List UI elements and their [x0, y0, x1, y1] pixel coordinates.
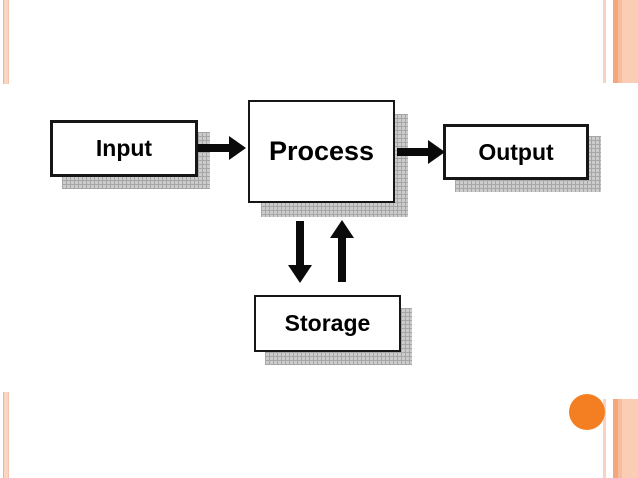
node-output: Output	[443, 124, 589, 180]
right-edge-stripes-top	[603, 0, 638, 83]
left-edge-stripe-bottom	[3, 392, 9, 478]
node-storage-label: Storage	[284, 310, 371, 336]
arrow-storage-to-process-icon	[329, 220, 355, 282]
left-edge-stripe-top	[3, 0, 9, 84]
node-process-label: Process	[268, 136, 375, 166]
arrow-process-to-output-icon	[397, 139, 445, 165]
right-edge-stripes-bottom	[603, 399, 638, 478]
node-input-label: Input	[95, 135, 153, 161]
arrow-input-to-process-icon	[198, 135, 246, 161]
node-process: Process	[248, 100, 395, 203]
arrow-process-to-storage-icon	[287, 221, 313, 283]
node-input: Input	[50, 120, 198, 177]
node-output-label: Output	[478, 138, 554, 165]
accent-circle	[569, 394, 605, 430]
node-storage: Storage	[254, 295, 401, 352]
